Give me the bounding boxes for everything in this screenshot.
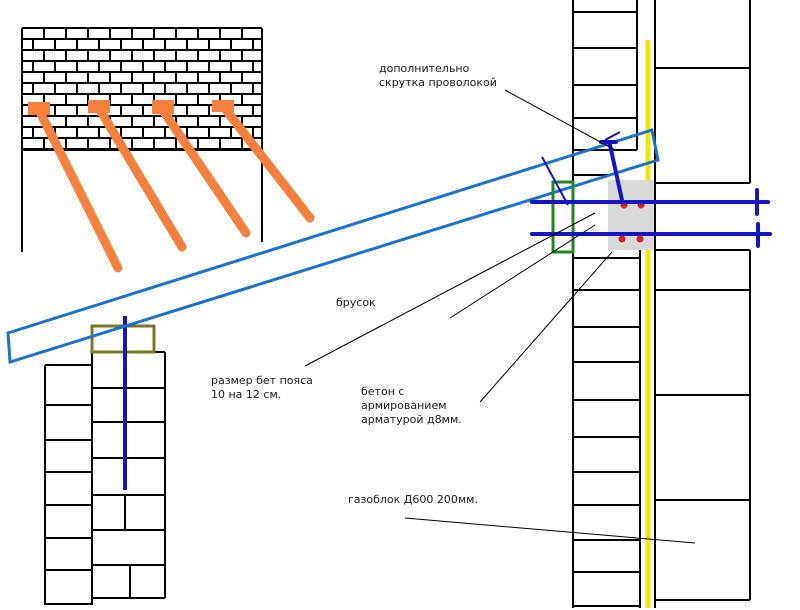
right-block-wall (572, 0, 751, 608)
top-left-brick-wall (21, 27, 263, 252)
rafter-support-box (551, 180, 575, 254)
brace-1 (28, 102, 123, 273)
aerated-block-label: газоблок Д600 200мм. (348, 493, 478, 506)
rebar-dot (636, 235, 644, 243)
concrete-label-line3: арматурой д8мм. (361, 413, 462, 426)
bar-label: брусок (336, 296, 376, 309)
rafter (6, 128, 660, 364)
belt-size-label-line1: размер бет пояса (211, 374, 313, 387)
rebar-dot (618, 235, 626, 243)
brace-3 (152, 100, 251, 238)
brace-4 (212, 100, 315, 223)
leader-lines (304, 89, 696, 544)
wire-twist-label-line1: дополнительно (379, 62, 470, 75)
belt-size-label-line2: 10 на 12 см. (211, 388, 282, 401)
anchor-rebars (530, 140, 772, 248)
concrete-label-line2: армированием (361, 399, 447, 412)
lower-left-brick-pier (44, 351, 166, 605)
concrete-label-line1: бетон с (361, 385, 405, 398)
concrete-belt (608, 180, 654, 250)
wire-twist (541, 131, 621, 206)
wire-twist-label-line2: скрутка проволокой (379, 76, 497, 89)
brace-2 (88, 100, 187, 252)
orange-braces (28, 100, 315, 273)
